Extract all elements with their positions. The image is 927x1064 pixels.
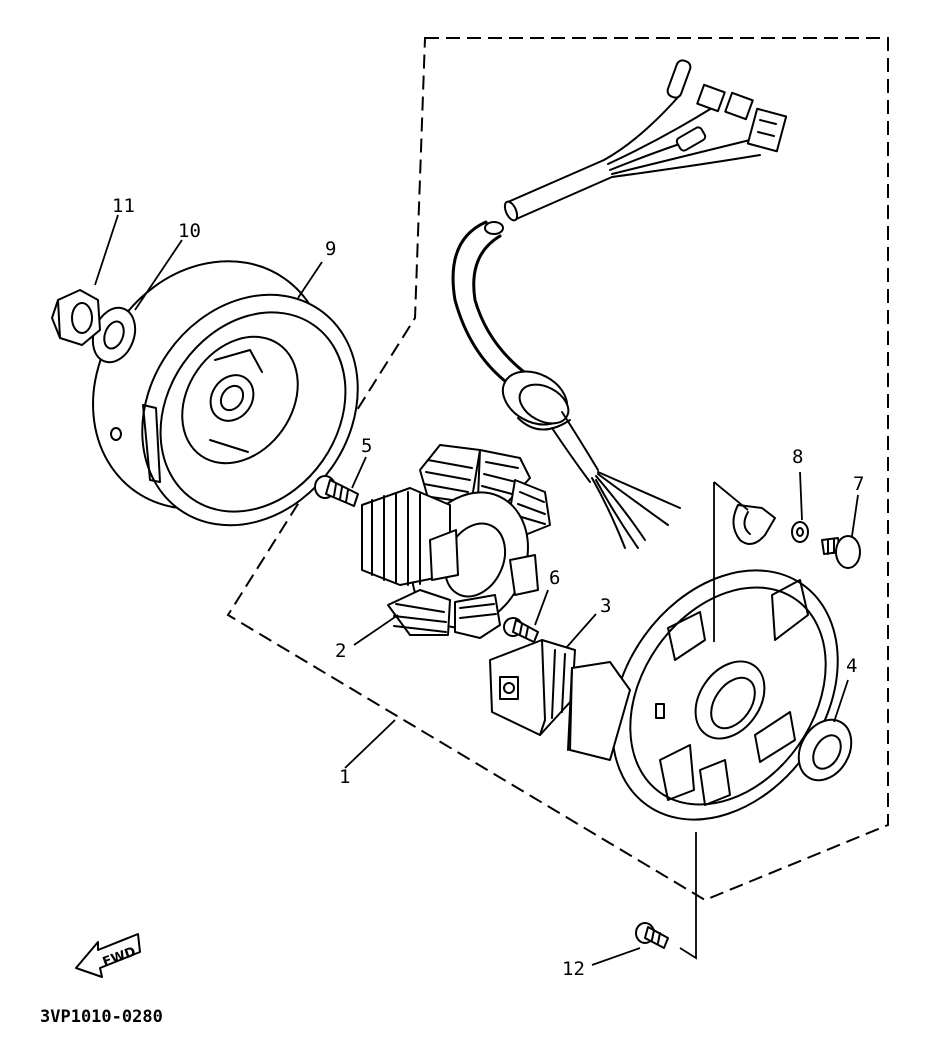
flywheel-rotor xyxy=(92,260,359,527)
callout-7: 7 xyxy=(853,473,864,495)
stator-screw xyxy=(314,475,359,507)
assembly-boundary xyxy=(226,37,889,902)
base-screw xyxy=(635,922,669,949)
callout-3: 3 xyxy=(600,595,611,617)
fwd-arrow: FWD xyxy=(75,933,141,978)
wire-harness xyxy=(451,59,788,549)
pickup-screw xyxy=(503,617,539,643)
oil-seal xyxy=(797,718,853,782)
leader-lines xyxy=(94,214,859,966)
lock-washer xyxy=(791,521,809,543)
callout-numbers: 1 2 3 4 5 6 7 8 9 10 11 12 xyxy=(112,195,864,980)
stator-base-plate xyxy=(567,569,839,821)
callout-2: 2 xyxy=(335,640,346,662)
callout-6: 6 xyxy=(549,567,560,589)
callout-8: 8 xyxy=(792,446,803,468)
wire-clamp xyxy=(732,504,776,545)
callout-11: 11 xyxy=(112,195,135,217)
callout-5: 5 xyxy=(361,435,372,457)
callout-4: 4 xyxy=(846,655,857,677)
callout-9: 9 xyxy=(325,238,336,260)
clamp-screw xyxy=(821,535,861,569)
nut xyxy=(51,289,101,346)
stator-coil xyxy=(361,444,551,639)
callout-1: 1 xyxy=(339,766,350,788)
pickup-coil xyxy=(489,639,576,736)
callout-12: 12 xyxy=(562,958,585,980)
diagram-code: 3VP1010-0280 xyxy=(40,1007,163,1027)
callout-10: 10 xyxy=(178,220,201,242)
